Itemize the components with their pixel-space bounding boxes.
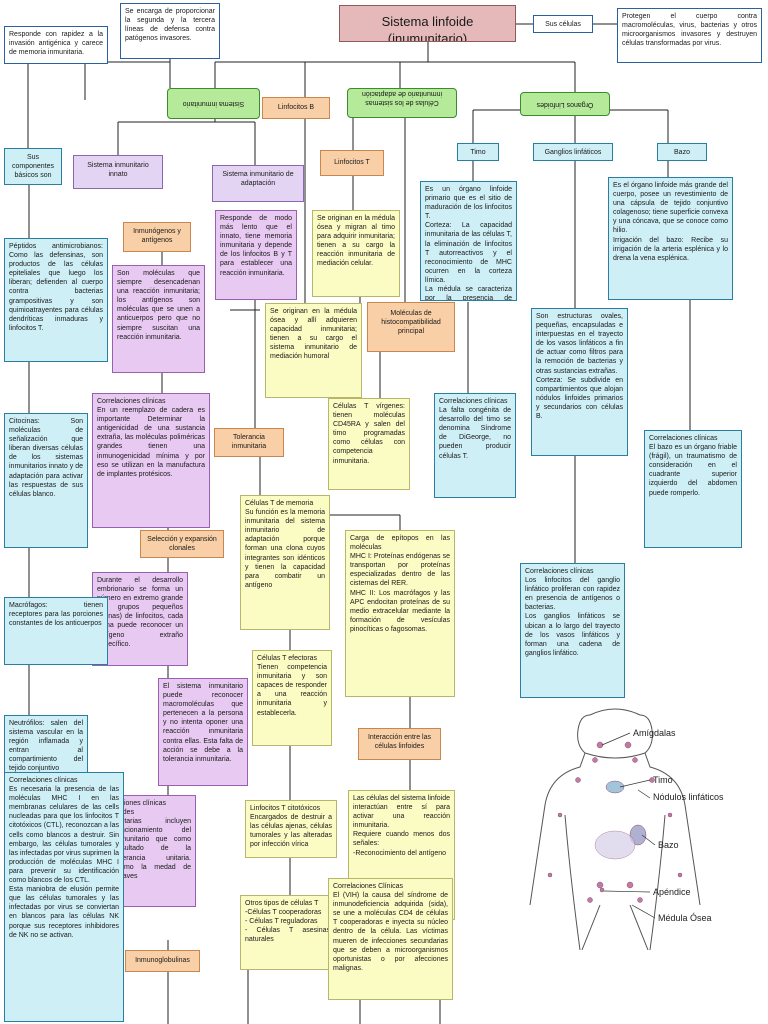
sistema-inmunitario-node: Sistema inmunitario (167, 88, 260, 119)
timo-node: Timo (457, 143, 499, 161)
durante-node: Durante el desarrollo embrionario se for… (92, 572, 188, 666)
carga-epitopos-node: Carga de epítopos en las moléculas MHC I… (345, 530, 455, 697)
innato-node: Sistema inmunitario innato (73, 155, 163, 189)
ganglios-desc-node: Son estructuras ovales, pequeñas, encaps… (531, 308, 628, 456)
correlaciones-timo-node: Correlaciones clínicas La falta congénit… (434, 393, 516, 498)
interaccion-node: Interacción entre las células linfoides (358, 728, 441, 760)
virgenes-node: Células T vírgenes: tienen moléculas CD4… (328, 398, 410, 490)
originan-b-node: Se originan en la médula ósea y allí adq… (265, 303, 362, 398)
neutrofilos-node: Neutrófilos: salen del sistema vascular … (4, 715, 88, 780)
originan-t-node: Se originan en la médula ósea y migran a… (312, 210, 400, 297)
correlaciones-mhc-node: Correlaciones clínicas Es necesaria la p… (4, 772, 124, 1022)
lymphatic-system-figure: Amígdalas Timo Nódulos linfáticos Bazo A… (529, 708, 724, 950)
bazo-desc-node: Es el órgano linfoide más grande del cue… (608, 177, 733, 300)
label-amigdalas: Amígdalas (633, 728, 676, 738)
correlaciones-bazo-node: Correlaciones clínicas El bazo es un órg… (644, 430, 742, 548)
correlaciones-ganglios-node: Correlaciones clínicas Los linfocitos de… (520, 563, 625, 698)
sus-componentes-node: Sus componentes básicos son (4, 148, 62, 185)
linfocitos-t-node: Linfocitos T (320, 150, 384, 176)
protegen-node: Protegen el cuerpo contra macromoléculas… (617, 8, 762, 63)
label-timo: Timo (653, 775, 673, 785)
tolerancia-node: Tolerancia inmunitaria (214, 428, 284, 457)
citocinas-node: Citocinas: Son moléculas de señalización… (4, 413, 88, 548)
bazo-node: Bazo (657, 143, 707, 161)
mhc-node: Moléculas de histocompatibilidad princip… (367, 302, 455, 352)
seleccion-node: Selección y expansión clonales (140, 530, 224, 558)
inmunoglobulinas-node: Inmunoglobulinas (125, 950, 200, 972)
sus-celulas-node: Sus células (533, 15, 593, 33)
correlaciones-reemplazo-node: Correlaciones clínicas En un reemplazo d… (92, 393, 210, 528)
moleculas-antigenos-node: Son moléculas que siempre desencadenan u… (112, 265, 205, 373)
organos-linfoides-node: Órganos Linfoides (520, 92, 610, 116)
label-nodulos: Nódulos linfáticos (653, 792, 724, 802)
ganglios-node: Ganglios linfáticos (533, 143, 613, 161)
label-apendice: Apéndice (653, 887, 691, 897)
adaptacion-node: Sistema inmunitario de adaptación (212, 165, 304, 202)
linfocitos-b-node: Linfocitos B (262, 97, 330, 119)
se-encarga-node: Se encarga de proporcionar la segunda y … (120, 3, 220, 59)
correlaciones-vih-node: Correlaciones Clínicas El (VIH) la causa… (328, 878, 453, 1000)
peptidos-node: Péptidos antimicrobianos: Como las defen… (4, 238, 108, 362)
celulas-sistema-node: Células de los sistemas inmunitario de a… (347, 88, 457, 118)
main-title: Sistema linfoide (inumunitario) (339, 5, 516, 42)
efectoras-node: Células T efectoras Tienen competencia i… (252, 650, 332, 746)
inmunogenos-node: Inmunógenos y antígenos (123, 222, 191, 252)
correlaciones-enfermedades-node: laciones clínicas dades unitarias incluy… (110, 795, 196, 907)
label-bazo: Bazo (658, 840, 679, 850)
macrofagos-node: Macrófagos: tienen receptores para las p… (4, 597, 108, 665)
responde-modo-node: Responde de modo más lento que el innato… (215, 210, 297, 300)
otros-tipos-node: Otros tipos de células T -Células T coop… (240, 895, 335, 970)
label-medula: Médula Ósea (658, 913, 712, 923)
timo-desc-node: Es un órgano linfoide primario que es el… (420, 181, 517, 301)
responde-rapidez-node: Responde con rapidez a la invasión antig… (4, 26, 108, 64)
reconocer-node: El sistema inmunitario puede reconocer m… (158, 678, 248, 786)
citotoxicos-node: Linfocitos T citotóxicos Encargados de d… (245, 800, 337, 858)
memoria-node: Células T de memoria Su función es la me… (240, 495, 330, 630)
